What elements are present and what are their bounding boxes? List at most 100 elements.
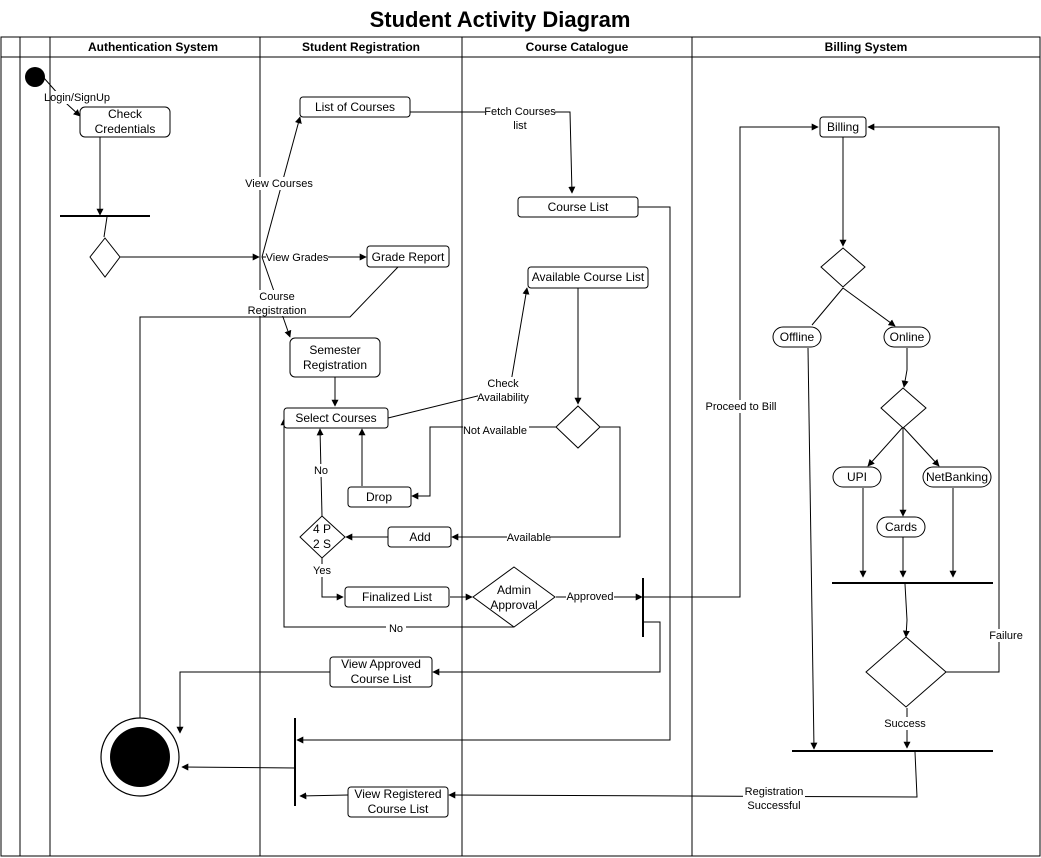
lane-billing-system: Billing System — [825, 40, 908, 54]
decision-payment-result — [865, 636, 947, 708]
label-approved: Approved — [566, 591, 613, 603]
edge-grade-to-end — [136, 266, 399, 744]
edge-not-available — [411, 426, 556, 500]
semester-registration-line-2: Registration — [303, 358, 367, 372]
node-available-course-list: Available Course List — [527, 266, 649, 289]
label-registration-successful-1: Registration — [745, 786, 804, 798]
view-registered-line-1: View Registered — [354, 787, 441, 801]
edge-proceed-to-bill — [643, 123, 819, 598]
node-add: Add — [387, 526, 452, 548]
node-upi: UPI — [832, 466, 882, 488]
start-node — [25, 67, 45, 87]
decision-availability — [555, 405, 601, 449]
label-proceed-to-bill: Proceed to Bill — [706, 401, 777, 413]
add-label: Add — [409, 530, 430, 544]
edge-fork-to-approved — [432, 621, 661, 676]
semester-registration-line-1: Semester — [309, 343, 360, 357]
label-failure: Failure — [989, 630, 1023, 642]
label-view-courses: View Courses — [245, 178, 313, 190]
edge-to-online — [842, 287, 896, 327]
edge-labels: Login/SignUp Fetch Courses list View Cou… — [44, 91, 1026, 812]
edge-registration-successful — [448, 751, 918, 799]
node-grade-report: Grade Report — [366, 245, 450, 268]
credits-line-1: 4 P — [313, 522, 331, 536]
view-approved-line-1: View Approved — [341, 657, 421, 671]
label-yes: Yes — [313, 565, 331, 577]
node-course-list: Course List — [517, 196, 639, 218]
available-course-list-label: Available Course List — [532, 270, 645, 284]
edge-to-upi — [867, 426, 904, 467]
check-credentials-line-1: Check — [108, 107, 143, 121]
edge-bar-to-payment — [902, 583, 910, 638]
label-login-signup: Login/SignUp — [44, 92, 110, 104]
label-no-approval: No — [389, 623, 403, 635]
edge-available — [451, 426, 621, 541]
view-approved-line-2: Course List — [351, 672, 412, 686]
online-label: Online — [890, 330, 925, 344]
admin-approval-line-1: Admin — [497, 583, 531, 597]
label-not-available: Not Available — [463, 425, 527, 437]
decision-auth — [89, 237, 121, 278]
decision-online-method — [880, 387, 927, 429]
node-finalized-list: Finalized List — [344, 586, 450, 608]
edge-bar-to-end — [181, 763, 297, 771]
node-view-registered-course-list: View Registered Course List — [347, 786, 449, 818]
diagram-title: Student Activity Diagram — [370, 7, 631, 32]
label-course-registration-1: Course — [259, 291, 294, 303]
grade-report-label: Grade Report — [372, 250, 445, 264]
node-semester-registration: Semester Registration — [289, 337, 381, 378]
node-select-courses: Select Courses — [283, 407, 389, 429]
admin-approval-line-2: Approval — [490, 598, 537, 612]
edge-courselist-to-bar — [296, 206, 671, 744]
credits-line-2: 2 S — [313, 537, 331, 551]
offline-label: Offline — [780, 330, 815, 344]
list-of-courses-label: List of Courses — [315, 100, 395, 114]
node-list-of-courses: List of Courses — [299, 96, 411, 118]
node-online: Online — [883, 326, 931, 348]
label-no-credits: No — [314, 465, 328, 477]
course-list-label: Course List — [548, 200, 609, 214]
node-billing: Billing — [819, 116, 867, 138]
decision-credits: 4 P 2 S — [299, 515, 346, 559]
end-node — [100, 717, 180, 797]
select-courses-label: Select Courses — [295, 411, 376, 425]
decision-billing-mode — [820, 247, 866, 288]
label-check-availability-2: Availability — [477, 392, 529, 404]
label-check-availability-1: Check — [487, 378, 519, 390]
label-view-grades: View Grades — [266, 252, 329, 264]
edge-to-offline — [811, 287, 844, 326]
edge-credits-yes — [321, 558, 344, 601]
edge-approval-no — [280, 418, 514, 628]
label-fetch-courses-1: Fetch Courses — [484, 106, 556, 118]
edge-offline-to-join — [807, 347, 818, 750]
edge-approved-to-end — [176, 671, 330, 734]
edge-failure — [867, 123, 1000, 673]
edge-fetch-courses — [410, 111, 576, 194]
node-cards: Cards — [876, 516, 926, 538]
view-registered-line-2: Course List — [368, 802, 429, 816]
decision-admin-approval: Admin Approval — [472, 566, 556, 628]
edge-online-to-decision — [901, 348, 909, 388]
finalized-list-label: Finalized List — [362, 590, 433, 604]
label-course-registration-2: Registration — [248, 305, 307, 317]
lane-student-registration: Student Registration — [302, 40, 420, 54]
lane-course-catalogue: Course Catalogue — [526, 40, 629, 54]
netbanking-label: NetBanking — [926, 470, 988, 484]
check-credentials-line-2: Credentials — [95, 122, 156, 136]
node-check-credentials: Check Credentials — [79, 106, 171, 138]
node-view-approved-course-list: View Approved Course List — [329, 656, 433, 688]
lane-authentication-system: Authentication System — [88, 40, 218, 54]
edge-registered-to-bar — [299, 792, 349, 800]
edges — [43, 77, 1000, 800]
label-fetch-courses-2: list — [513, 120, 526, 132]
upi-label: UPI — [847, 470, 867, 484]
edge-to-netbanking — [902, 426, 940, 467]
node-drop: Drop — [347, 486, 412, 508]
drop-label: Drop — [366, 490, 392, 504]
edge-fork-decision — [103, 216, 108, 238]
node-offline: Offline — [772, 326, 822, 348]
swimlane-frame — [0, 36, 1041, 857]
label-success: Success — [884, 718, 926, 730]
label-available: Available — [507, 532, 551, 544]
